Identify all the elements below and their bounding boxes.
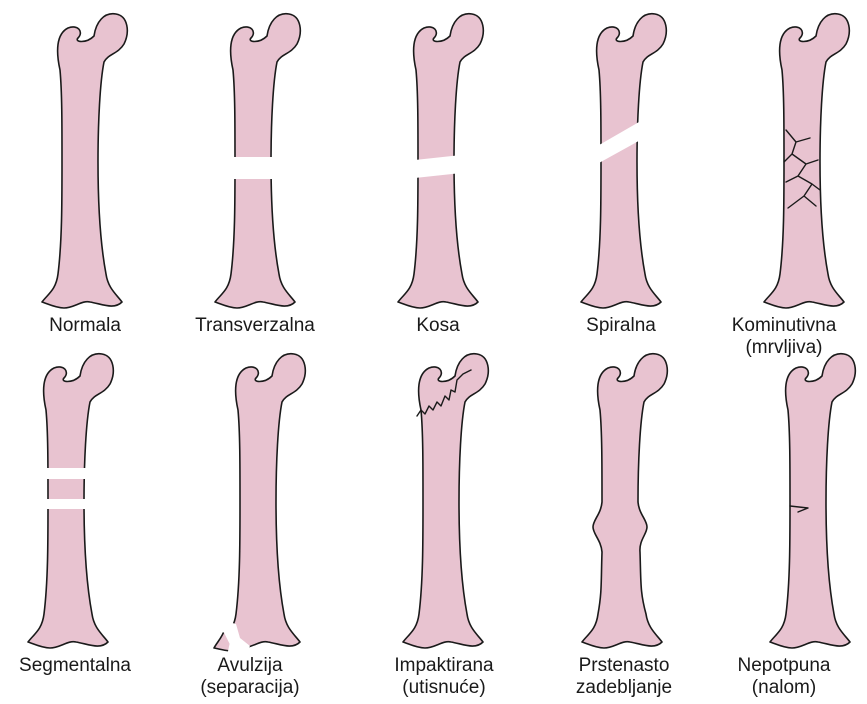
- bone-greenstick: [770, 354, 855, 648]
- label-impacted: Impaktirana (utisnuće): [364, 655, 524, 699]
- label-spiral: Spiralna: [541, 315, 701, 337]
- bone-avulsion: [174, 351, 305, 654]
- label-comminuted: Kominutivna (mrvljiva): [704, 315, 864, 359]
- bone-impacted: [403, 354, 488, 648]
- label-torus: Prstenasto zadebljanje: [544, 655, 704, 699]
- label-segmental: Segmentalna: [0, 655, 155, 677]
- label-avulsion: Avulzija (separacija): [170, 655, 330, 699]
- bone-spiral: [581, 14, 666, 308]
- label-normal: Normala: [5, 315, 165, 337]
- bone-transverse: [215, 14, 300, 308]
- label-transverse: Transverzalna: [175, 315, 335, 337]
- bone-oblique: [398, 14, 483, 308]
- label-greenstick: Nepotpuna (nalom): [704, 655, 864, 699]
- bone-torus: [582, 354, 667, 648]
- bone-comminuted: [764, 14, 849, 308]
- label-oblique: Kosa: [358, 315, 518, 337]
- bone-normal: [42, 14, 127, 308]
- bone-segmental: [28, 354, 113, 648]
